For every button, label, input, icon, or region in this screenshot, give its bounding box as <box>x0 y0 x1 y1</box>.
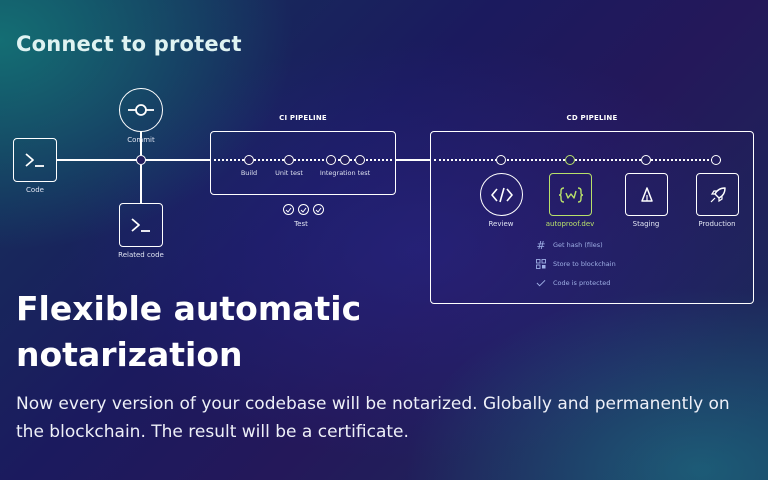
related-stem <box>140 165 142 203</box>
cd-node-staging <box>641 155 651 165</box>
cd-node-autoproof <box>565 155 575 165</box>
main-line-left <box>57 159 210 161</box>
cd-pipeline-box <box>430 131 754 304</box>
autoproof-logo-icon <box>558 186 583 203</box>
cd-track <box>434 159 721 161</box>
commit-node <box>119 88 163 132</box>
production-label: Production <box>698 220 736 228</box>
main-line-mid <box>396 159 430 161</box>
ci-stage-label: Integration test <box>319 169 371 177</box>
feature-label: Get hash (files) <box>553 241 603 249</box>
blocks-icon <box>536 259 546 269</box>
feature-code-protected: Code is protected <box>536 278 616 288</box>
autoproof-step <box>549 173 592 216</box>
terminal-icon <box>131 218 150 232</box>
ci-pipeline-title: CI PIPELINE <box>279 114 327 122</box>
check-icon <box>298 204 309 215</box>
related-code-box <box>119 203 163 247</box>
hash-icon: # <box>536 238 546 252</box>
commit-label: Commit <box>127 136 155 144</box>
rocket-icon <box>710 186 726 202</box>
autoproof-label: autoproof.dev <box>545 220 595 228</box>
staging-step <box>625 173 668 216</box>
review-step <box>480 173 523 216</box>
ci-node-integration-2 <box>340 155 350 165</box>
commit-icon <box>128 104 154 116</box>
code-brackets-icon <box>490 187 513 202</box>
page-title-line-1: Flexible automatic <box>16 289 362 328</box>
ci-node-unit-test <box>284 155 294 165</box>
production-step <box>696 173 739 216</box>
cd-features: # Get hash (files) Store to blockchain C… <box>536 238 616 288</box>
ci-node-build <box>244 155 254 165</box>
ci-node-integration-1 <box>326 155 336 165</box>
ci-stage-label: Build <box>240 169 258 177</box>
feature-label: Store to blockchain <box>553 260 616 268</box>
page-title: Flexible automatic notarization <box>16 286 616 378</box>
ci-track <box>214 159 392 161</box>
page-title-line-2: notarization <box>16 335 243 374</box>
ci-pipeline-box <box>210 131 396 195</box>
code-label: Code <box>26 186 44 194</box>
ci-node-integration-3 <box>355 155 365 165</box>
flask-icon <box>640 186 653 202</box>
code-box <box>13 138 57 182</box>
review-label: Review <box>488 220 514 228</box>
ci-stage-label: Unit test <box>275 169 303 177</box>
page-description: Now every version of your codebase will … <box>16 394 730 442</box>
check-icon <box>283 204 294 215</box>
check-icon <box>313 204 324 215</box>
checkmark-icon <box>536 278 546 288</box>
commit-junction <box>136 155 146 165</box>
cd-node-production <box>711 155 721 165</box>
test-checks <box>283 204 324 215</box>
commit-stem <box>140 131 142 155</box>
feature-label: Code is protected <box>553 279 611 287</box>
staging-label: Staging <box>632 220 660 228</box>
feature-get-hash: # Get hash (files) <box>536 238 616 252</box>
related-code-label: Related code <box>118 251 164 259</box>
terminal-icon <box>25 153 44 167</box>
section-eyebrow: Connect to protect <box>16 32 242 56</box>
cd-pipeline-title: CD PIPELINE <box>566 114 618 122</box>
feature-store-blockchain: Store to blockchain <box>536 259 616 269</box>
test-label: Test <box>294 220 308 228</box>
cd-node-review <box>496 155 506 165</box>
